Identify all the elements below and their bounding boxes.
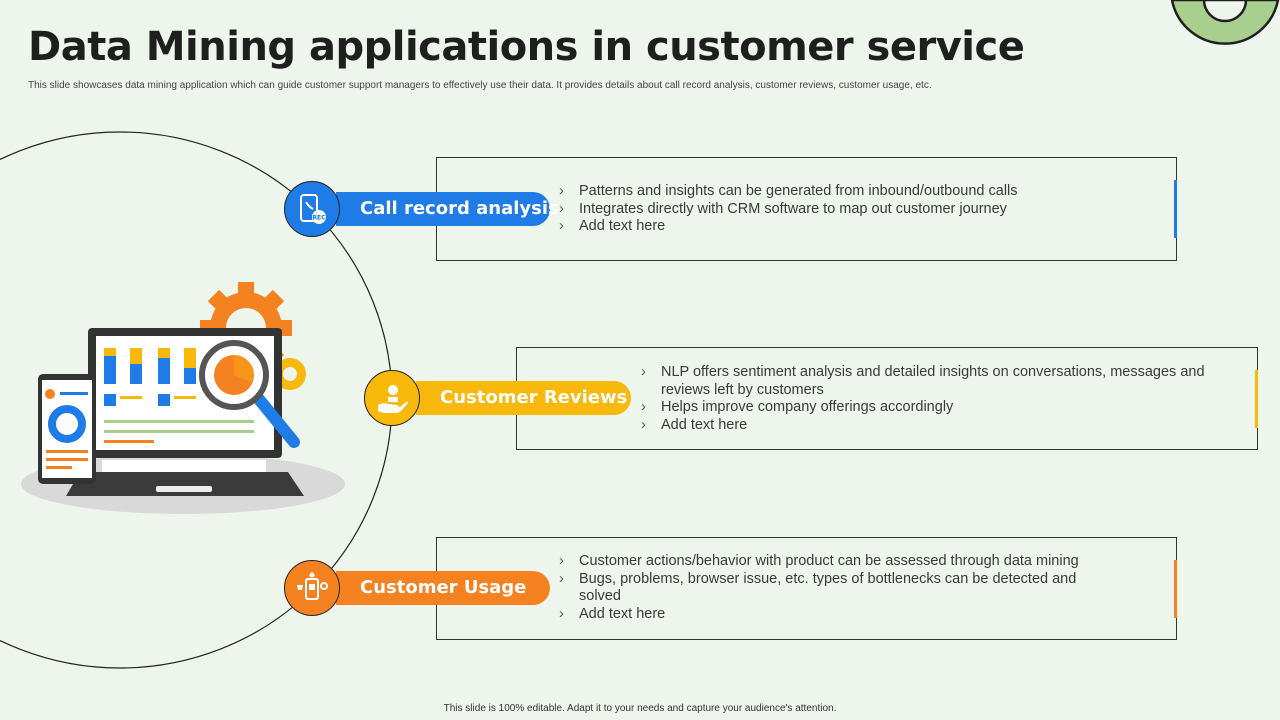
customer-reviews-badge	[364, 370, 420, 426]
customer-reviews-box: NLP offers sentiment analysis and detail…	[516, 347, 1258, 450]
list-item: Patterns and insights can be generated f…	[559, 183, 1018, 201]
box-accent	[1174, 560, 1177, 618]
call-record-bullets: Patterns and insights can be generated f…	[559, 183, 1018, 236]
device-usage-icon	[297, 572, 328, 600]
customer-usage-bullets: Customer actions/behavior with product c…	[559, 553, 1079, 623]
customer-reviews-bullets: NLP offers sentiment analysis and detail…	[641, 364, 1221, 434]
page-footer: This slide is 100% editable. Adapt it to…	[443, 703, 837, 714]
hand-heart-icon	[378, 385, 408, 413]
list-item: Add text here	[559, 218, 1018, 236]
call-record-analysis-label: Call record analysis	[336, 192, 559, 226]
page-subtitle: This slide showcases data mining applica…	[28, 80, 932, 91]
customer-usage-box: Customer actions/behavior with product c…	[436, 537, 1177, 640]
call-record-badge: REC	[284, 181, 340, 237]
box-accent	[1255, 370, 1258, 428]
list-item: Add text here	[641, 417, 1221, 435]
box-accent	[1174, 180, 1177, 238]
list-item: NLP offers sentiment analysis and detail…	[641, 364, 1221, 399]
magnifier-icon	[199, 340, 300, 448]
list-item: Bugs, problems, browser issue, etc. type…	[559, 571, 1079, 606]
list-item: Helps improve company offerings accordin…	[641, 399, 1221, 417]
page-title: Data Mining applications in customer ser…	[28, 24, 1025, 70]
phone-illustration	[38, 374, 96, 484]
corner-ring-decoration	[1170, 0, 1280, 45]
customer-usage-label: Customer Usage	[336, 571, 550, 605]
list-item: Integrates directly with CRM software to…	[559, 201, 1018, 219]
call-record-analysis-box: Patterns and insights can be generated f…	[436, 157, 1177, 261]
analytics-laptop-illustration	[21, 282, 345, 514]
list-item: Add text here	[559, 606, 1079, 624]
svg-text:REC: REC	[312, 215, 326, 222]
customer-reviews-label: Customer Reviews	[416, 381, 631, 415]
list-item: Customer actions/behavior with product c…	[559, 553, 1079, 571]
customer-usage-badge	[284, 560, 340, 616]
phone-rec-icon: REC	[300, 194, 326, 224]
